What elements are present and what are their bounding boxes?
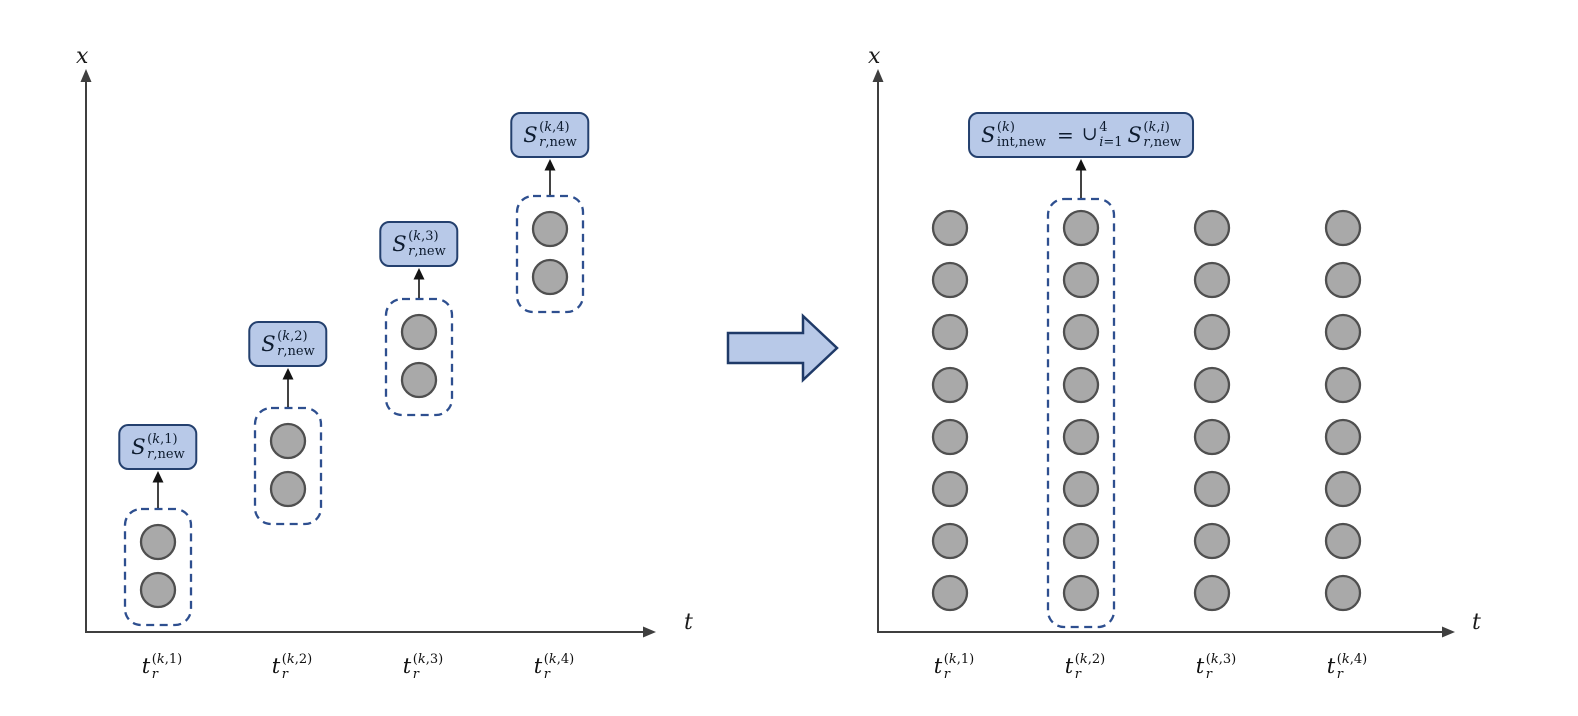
group-2-arrow-head [282,368,294,380]
data-point [931,470,969,508]
data-point [931,366,969,404]
math-expression: S(k,2)r,new [261,329,315,359]
set-label-box-1: S(k,1)r,new [118,424,198,470]
data-point [531,210,569,248]
math-expression: S(k)int,new [981,120,1047,150]
data-point [931,522,969,560]
set-label-box-4: S(k,4)r,new [510,112,590,158]
left-panel-x-axis-arrowhead [643,626,656,638]
left-tick-label-1: t(k,1)r [142,652,182,681]
data-point [931,313,969,351]
group-1-arrow-head [152,471,164,483]
data-point [931,418,969,456]
data-point [1062,261,1100,299]
math-expression: t(k,1)r [141,652,183,682]
data-point [1193,418,1231,456]
data-point [400,361,438,399]
right-tick-label-3: t(k,3)r [1196,652,1236,681]
group-4-arrow-head [544,159,556,171]
selection-outline-group-3 [384,297,454,417]
data-point [269,422,307,460]
data-point [1062,418,1100,456]
left-tick-label-3: t(k,3)r [403,652,443,681]
data-point [1193,574,1231,612]
data-point [1062,574,1100,612]
left-panel-y-axis-label: x [76,44,89,69]
right-panel-x-axis-label: t [1472,610,1481,635]
set-label-box-2: S(k,2)r,new [248,321,328,367]
math-expression: t(k,4)r [533,652,575,682]
right-panel-x-axis-arrowhead [1442,626,1455,638]
data-point [1324,522,1362,560]
selection-outline-group-1 [123,507,193,627]
data-point [1324,418,1362,456]
math-expression: S(k,i)r,new [1127,120,1181,150]
data-point [1193,313,1231,351]
left-tick-label-2: t(k,2)r [272,652,312,681]
data-point [931,261,969,299]
data-point [400,313,438,351]
math-expression: S(k,3)r,new [392,229,446,259]
data-point [1324,313,1362,351]
selection-outline-union-column [1046,197,1116,629]
data-point [1324,209,1362,247]
right-panel-y-axis-arrowhead [872,69,884,82]
math-expression: t(k,2)r [1064,652,1106,682]
data-point [1062,522,1100,560]
data-point [269,470,307,508]
data-point [1062,209,1100,247]
data-point [1193,209,1231,247]
data-point [139,523,177,561]
data-point [1062,313,1100,351]
math-expression: S(k,1)r,new [131,432,185,462]
math-expression: t(k,3)r [1195,652,1237,682]
right-tick-label-2: t(k,2)r [1065,652,1105,681]
left-panel-y-axis-arrowhead [80,69,92,82]
data-point [1193,470,1231,508]
data-point [931,574,969,612]
data-point [139,571,177,609]
data-point [1193,261,1231,299]
right-panel-y-axis-label: x [868,44,881,69]
data-point [1324,366,1362,404]
set-label-box-3: S(k,3)r,new [379,221,459,267]
right-tick-label-1: t(k,1)r [934,652,974,681]
data-point [1193,366,1231,404]
math-expression: t(k,3)r [402,652,444,682]
math-expression: t(k,4)r [1326,652,1368,682]
data-point [1324,470,1362,508]
math-expression: t(k,2)r [271,652,313,682]
math-expression: S(k,4)r,new [523,120,577,150]
math-expression: t(k,1)r [933,652,975,682]
transform-block-arrow [726,313,839,383]
data-point [1062,470,1100,508]
left-panel-x-axis-label: t [684,610,693,635]
group-3-arrow-head [413,268,425,280]
union-arrow-head [1075,159,1087,171]
left-tick-label-4: t(k,4)r [534,652,574,681]
selection-outline-group-4 [515,194,585,314]
data-point [931,209,969,247]
right-tick-label-4: t(k,4)r [1327,652,1367,681]
data-point [1062,366,1100,404]
data-point [1193,522,1231,560]
data-point [1324,261,1362,299]
math-expression: = [1057,123,1074,147]
data-point [1324,574,1362,612]
selection-outline-group-2 [253,406,323,526]
data-point [531,258,569,296]
